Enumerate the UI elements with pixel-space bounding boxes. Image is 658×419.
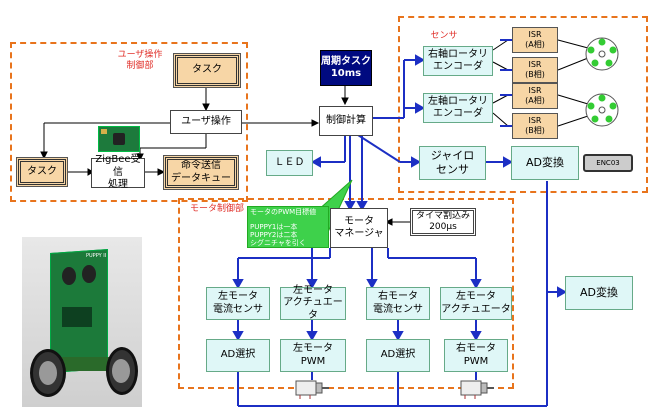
motor-control-title: モータ制御部 (189, 204, 244, 214)
motor-icon-right (460, 380, 494, 399)
ad-conversion-right-block: AD変換 (565, 276, 633, 310)
robot-label: PUPPY II (86, 253, 107, 259)
user-control-title: ユーザ操作 制御部 (117, 50, 163, 71)
encoder-wheel-icon-top (585, 37, 619, 71)
left-motor-current-sensor: 左モータ 電流センサ (206, 287, 270, 320)
right-motor-current-sensor: 右モータ 電流センサ (366, 287, 430, 320)
ad-conversion-top-block: AD変換 (511, 146, 579, 180)
ad-select-1: AD選択 (206, 339, 270, 372)
isr-a-right: ISR (A相) (512, 27, 558, 53)
gyro-sensor-block: ジャイロ センサ (419, 146, 486, 180)
user-control-region (10, 42, 248, 202)
task-left-block: タスク (16, 157, 68, 187)
zigbee-receive-block: ZigBee受信 処理 (91, 154, 145, 190)
task-top-block: タスク (173, 53, 241, 88)
motor-manager-block: モータ マネージャ (330, 208, 388, 248)
isr-b-left: ISR (B相) (512, 113, 558, 139)
led-block: ＬＥＤ (266, 150, 313, 176)
motor-icon-left (295, 380, 329, 399)
sensor-region (398, 16, 648, 193)
robot-photo: PUPPY II (22, 237, 142, 407)
enc03-label: ENC03 (596, 159, 620, 167)
pwm-target-note: モータのPWM目標値 PUPPY1は一本 PUPPY2は二本 シグニチャを引く (247, 206, 329, 248)
isr-a-left: ISR (A相) (512, 83, 558, 109)
left-motor-actuator-1: 左モータ アクチュエータ (280, 285, 346, 321)
sensor-title: センサ (430, 31, 458, 41)
control-calculation-block: 制御計算 (319, 106, 373, 136)
zigbee-module-image (98, 126, 140, 152)
command-queue-block: 命令送信 データキュー (163, 155, 239, 190)
left-motor-actuator-2: 左モータ アクチュエータ (440, 287, 512, 320)
motor-control-region (178, 198, 514, 389)
period-task-block: 周期タスク 10ms (320, 50, 372, 86)
right-encoder-block: 右軸ロータリ エンコーダ (423, 46, 493, 76)
right-motor-pwm: 右モータ PWM (444, 339, 508, 372)
isr-b-right: ISR (B相) (512, 57, 558, 83)
encoder-wheel-icon-bottom (585, 93, 619, 127)
ad-select-2: AD選択 (366, 339, 430, 372)
timer-interrupt-block: タイマ割込み 200μs (410, 208, 476, 236)
left-motor-pwm: 左モータ PWM (280, 339, 346, 372)
enc03-chip: ENC03 (583, 154, 633, 172)
user-operation-block: ユーザ操作 (170, 110, 242, 134)
left-encoder-block: 左軸ロータリ エンコーダ (423, 93, 493, 123)
